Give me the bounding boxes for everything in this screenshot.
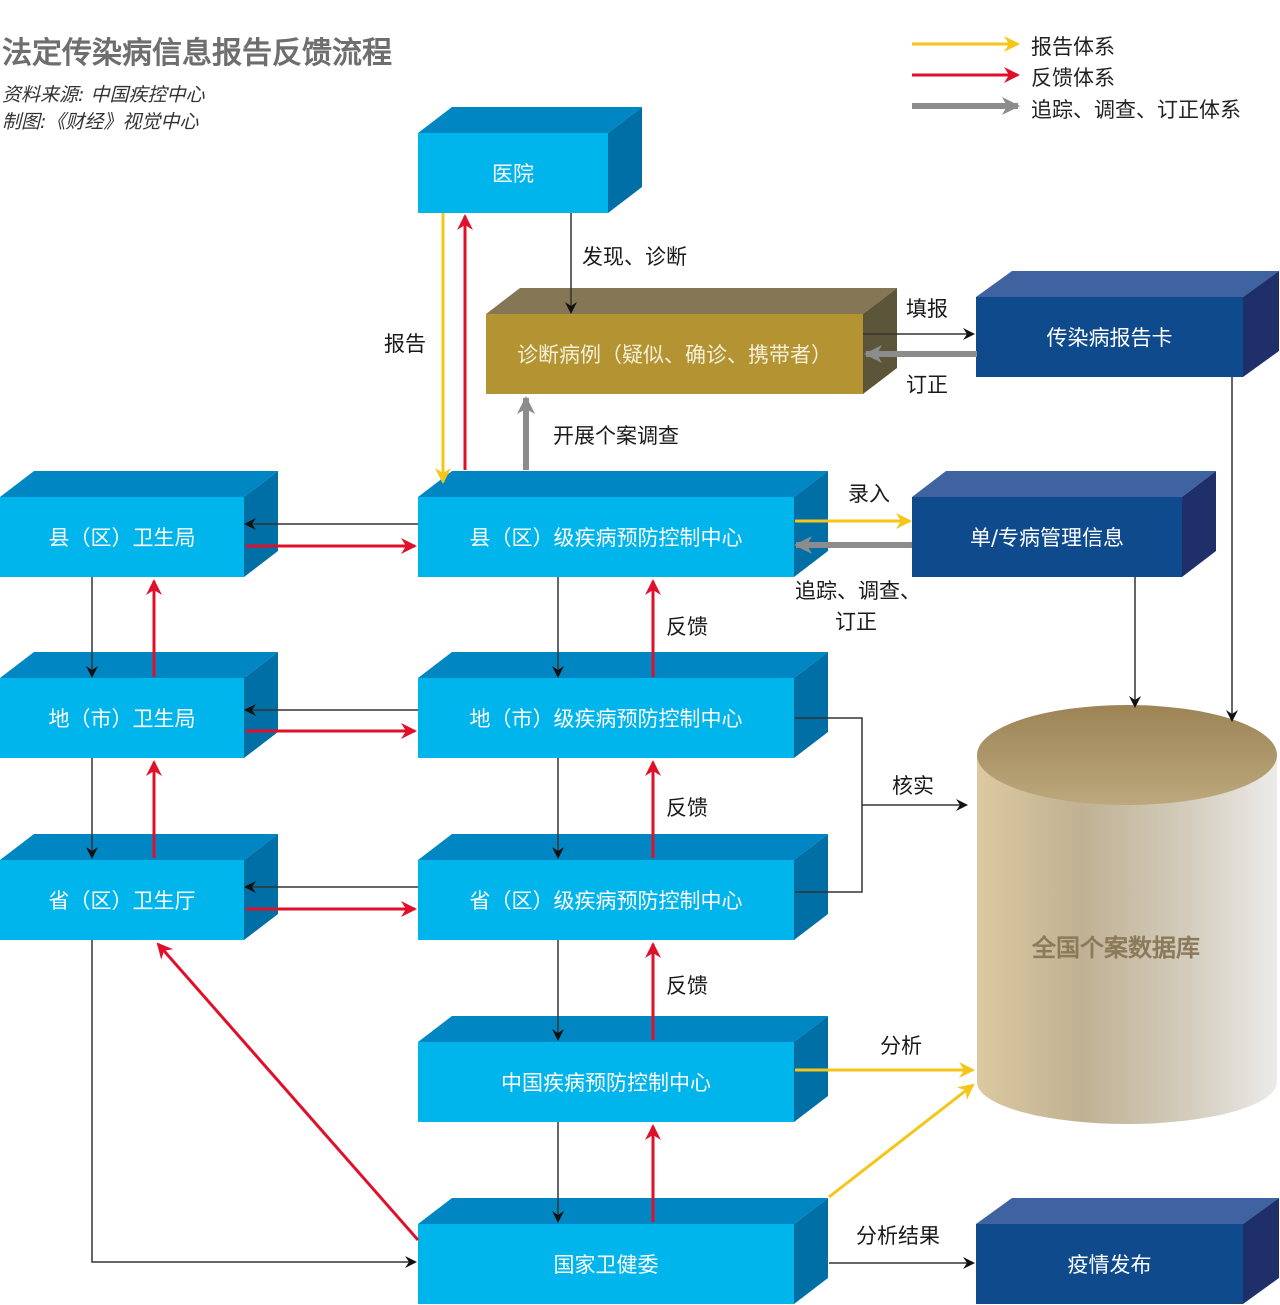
china-cdc-box-top: [418, 1016, 828, 1042]
label-case-investigation: 开展个案调查: [553, 424, 679, 448]
national-database-cylinder: [977, 705, 1277, 1124]
province-dept-box-top: [0, 834, 278, 860]
city-bureau-box: [0, 652, 278, 758]
source-note: 资料来源: 中国疾控中心: [2, 84, 205, 106]
city-cdc-box-front: [418, 678, 794, 758]
node-china-cdc-label: 中国疾病预防控制中心: [501, 1071, 711, 1095]
legend-label-trace: 追踪、调查、订正体系: [1031, 98, 1241, 122]
disease-mgmt-box-side: [1182, 471, 1216, 577]
label-feedback-3: 反馈: [666, 974, 708, 998]
disease-mgmt-box: [912, 471, 1216, 577]
nhc-box-front: [418, 1224, 794, 1304]
epidemic-release-box: [976, 1198, 1279, 1304]
hospital-box: [418, 107, 642, 213]
nhc-box-side: [794, 1198, 828, 1304]
diagnosed-cases-box: [486, 288, 897, 394]
label-trace-line2: 订正: [835, 610, 877, 634]
edges: [86, 213, 1238, 1269]
china-cdc-box: [418, 1016, 828, 1122]
city-bureau-box-front: [0, 678, 244, 758]
report-card-box-side: [1243, 271, 1279, 377]
node-city-cdc-label: 地（市）级疾病预防控制中心: [469, 707, 743, 731]
epidemic-release-box-front: [976, 1224, 1243, 1304]
node-national-database-label: 全国个案数据库: [1032, 934, 1200, 962]
legend-label-feedback: 反馈体系: [1031, 66, 1115, 90]
diagnosed-cases-box-front: [486, 314, 863, 394]
legend-label-report: 报告体系: [1031, 35, 1115, 59]
province-cdc-box-front: [418, 860, 794, 940]
nhc-box: [418, 1198, 828, 1304]
node-nhc-label: 国家卫健委: [553, 1253, 659, 1277]
legend: [912, 36, 1020, 115]
node-county-cdc-label: 县（区）级疾病预防控制中心: [469, 526, 743, 550]
node-county-bureau-label: 县（区）卫生局: [48, 526, 196, 550]
county-cdc-box-front: [418, 497, 794, 577]
epidemic-release-box-side: [1243, 1198, 1279, 1304]
report-card-box-front: [976, 297, 1243, 377]
node-province-dept-label: 省（区）卫生厅: [48, 889, 196, 913]
label-verify: 核实: [892, 774, 934, 798]
county-bureau-box: [0, 471, 278, 577]
city-cdc-box-side: [794, 652, 828, 758]
label-discover-diagnose: 发现、诊断: [582, 245, 687, 269]
hospital-box-side: [608, 107, 642, 213]
node-diagnosed-cases-label: 诊断病例（疑似、确诊、携带者）: [517, 343, 832, 367]
province-dept-box-front: [0, 860, 244, 940]
node-hospital-label: 医院: [492, 162, 534, 186]
county-cdc-box-top: [418, 471, 828, 497]
province-cdc-box-side: [794, 834, 828, 940]
province-cdc-box-top: [418, 834, 828, 860]
city-cdc-box: [418, 652, 828, 758]
node-report-card-label: 传染病报告卡: [1046, 326, 1173, 350]
city-bureau-box-top: [0, 652, 278, 678]
label-trace-line1: 追踪、调查、: [795, 579, 921, 603]
edge-nhc-to-province-dept-feedback: [156, 942, 420, 1241]
label-enter: 录入: [848, 482, 890, 506]
county-cdc-box: [418, 471, 828, 577]
label-correct: 订正: [906, 373, 948, 397]
diagnosed-cases-box-top: [486, 288, 897, 314]
hospital-box-top: [418, 107, 642, 133]
disease-mgmt-box-front: [912, 497, 1182, 577]
label-analyze: 分析: [880, 1034, 922, 1058]
report-card-box: [976, 271, 1279, 377]
epidemic-release-box-top: [976, 1198, 1279, 1224]
credit-note: 制图:《财经》视觉中心: [2, 111, 199, 133]
label-fill-report: 填报: [906, 297, 948, 321]
county-bureau-box-front: [0, 497, 244, 577]
nhc-box-top: [418, 1198, 828, 1224]
hospital-box-front: [418, 133, 608, 213]
label-report: 报告: [384, 332, 426, 356]
county-bureau-box-top: [0, 471, 278, 497]
node-province-cdc-label: 省（区）级疾病预防控制中心: [469, 889, 743, 913]
node-disease-mgmt-label: 单/专病管理信息: [969, 526, 1125, 550]
china-cdc-box-front: [418, 1042, 794, 1122]
province-dept-box: [0, 834, 278, 940]
node-epidemic-release-label: 疫情发布: [1067, 1253, 1152, 1277]
page-title: 法定传染病信息报告反馈流程: [2, 36, 392, 71]
city-cdc-box-top: [418, 652, 828, 678]
label-feedback-1: 反馈: [666, 615, 708, 639]
report-card-box-top: [976, 271, 1279, 297]
diagnosed-cases-box-side: [863, 288, 897, 394]
edge-nhc-to-database: [828, 1083, 975, 1199]
province-cdc-box: [418, 834, 828, 940]
label-analysis-results: 分析结果: [856, 1224, 940, 1248]
edge-province-dept-to-nhc: [91, 940, 417, 1268]
label-feedback-2: 反馈: [666, 796, 708, 820]
node-city-bureau-label: 地（市）卫生局: [48, 707, 196, 731]
disease-mgmt-box-top: [912, 471, 1216, 497]
